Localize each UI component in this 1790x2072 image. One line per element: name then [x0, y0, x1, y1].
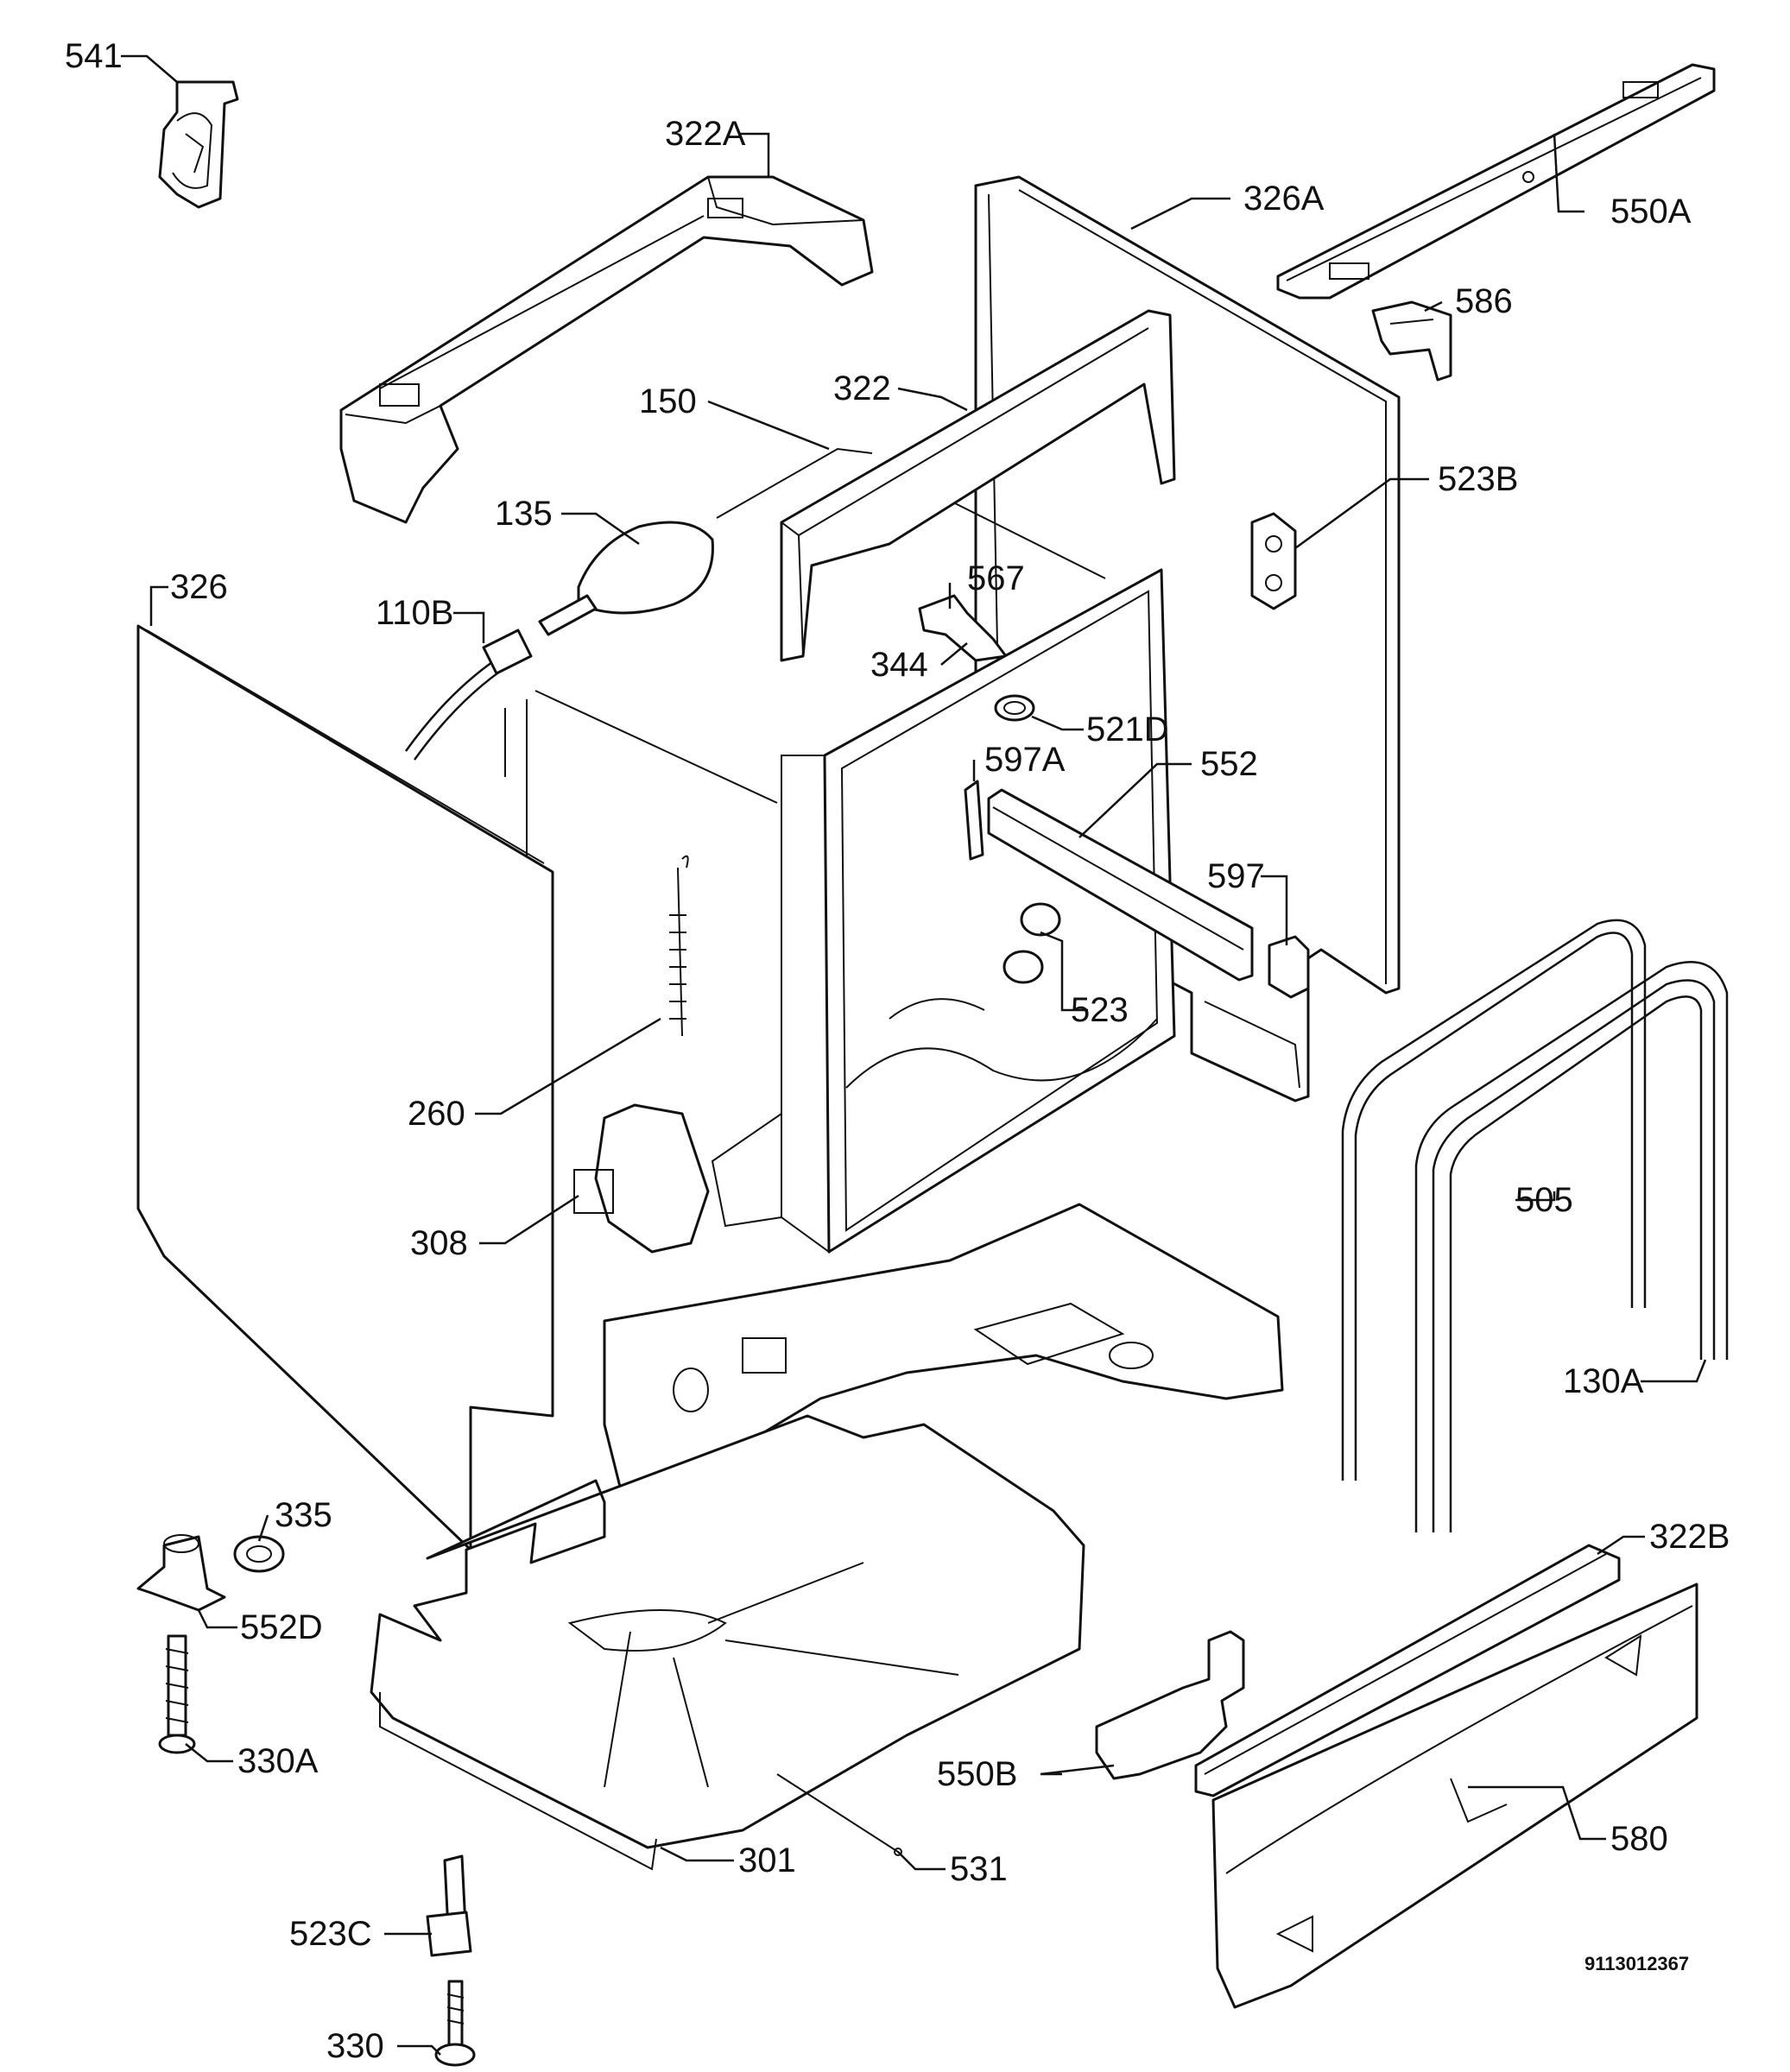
callout-326A: 326A	[1243, 180, 1325, 218]
part-580-kick-plate	[1211, 1582, 1698, 2009]
part-330-screw	[434, 1980, 476, 2067]
part-523-grommets	[1003, 902, 1061, 984]
callout-597A: 597A	[984, 741, 1066, 779]
callout-322: 322	[833, 370, 891, 407]
part-260-spring	[669, 855, 689, 1037]
callout-301: 301	[738, 1841, 796, 1879]
leader-lines	[121, 54, 1707, 2056]
part-322A-top-frame	[339, 175, 874, 524]
part-301-bottom-tray	[370, 1414, 1085, 1871]
part-505-gasket	[1341, 919, 1647, 1481]
part-523B-grommet	[1250, 512, 1297, 610]
part-597-clip	[1268, 935, 1310, 999]
callout-308: 308	[410, 1224, 468, 1262]
callout-580: 580	[1610, 1820, 1668, 1858]
part-326-side-panel	[136, 624, 554, 1551]
part-330A-screw	[158, 1634, 196, 1754]
part-541-clip	[158, 80, 239, 209]
part-550B-bracket	[1095, 1630, 1245, 1780]
part-322-upright-frame	[780, 309, 1176, 662]
callout-330A: 330A	[237, 1742, 319, 1780]
callout-344: 344	[870, 646, 928, 684]
part-130A-seal	[1414, 961, 1729, 1532]
callout-322B: 322B	[1649, 1518, 1730, 1556]
part-597A-clip	[964, 780, 984, 861]
part-322B-plinth-rail	[1194, 1544, 1621, 1797]
callout-labels: 541 322A 326A 550A 586 150 322 135 523B …	[65, 37, 1730, 2065]
callout-597: 597	[1207, 857, 1265, 895]
part-523C-post	[426, 1854, 472, 1957]
part-tub-front-frame	[711, 568, 1176, 1254]
part-550A-top-rail	[1276, 63, 1716, 300]
callout-550B: 550B	[937, 1755, 1017, 1793]
part-521D-grommet	[994, 694, 1035, 722]
part-110B-hose	[404, 629, 533, 777]
callout-322A: 322A	[665, 115, 746, 153]
callout-552D: 552D	[240, 1608, 323, 1646]
part-308-hinge	[573, 1103, 710, 1254]
callout-330: 330	[326, 2027, 384, 2065]
callout-335: 335	[275, 1496, 332, 1534]
part-531-pin	[776, 1773, 902, 1856]
callout-110B: 110B	[376, 594, 453, 632]
part-552D-valve	[136, 1534, 226, 1612]
callout-326: 326	[170, 568, 228, 606]
callout-523B: 523B	[1438, 460, 1518, 498]
document-number: 9113012367	[1584, 1953, 1689, 1974]
part-335-gear	[233, 1535, 285, 1573]
callout-505: 505	[1515, 1181, 1573, 1219]
callout-567: 567	[967, 559, 1025, 597]
callout-531: 531	[950, 1850, 1008, 1888]
callout-130A: 130A	[1563, 1362, 1644, 1400]
callout-523: 523	[1071, 991, 1129, 1029]
callout-550A: 550A	[1610, 193, 1692, 231]
callout-135: 135	[495, 495, 553, 533]
callout-523C: 523C	[289, 1915, 372, 1953]
callout-552: 552	[1200, 745, 1258, 783]
callout-541: 541	[65, 37, 123, 75]
part-586-bracket	[1371, 300, 1452, 382]
part-135-salt-funnel	[538, 521, 714, 636]
callout-521D: 521D	[1086, 711, 1169, 749]
callout-150: 150	[639, 382, 697, 420]
part-552-rail	[987, 788, 1254, 982]
callout-586: 586	[1455, 282, 1513, 320]
callout-260: 260	[408, 1095, 465, 1133]
